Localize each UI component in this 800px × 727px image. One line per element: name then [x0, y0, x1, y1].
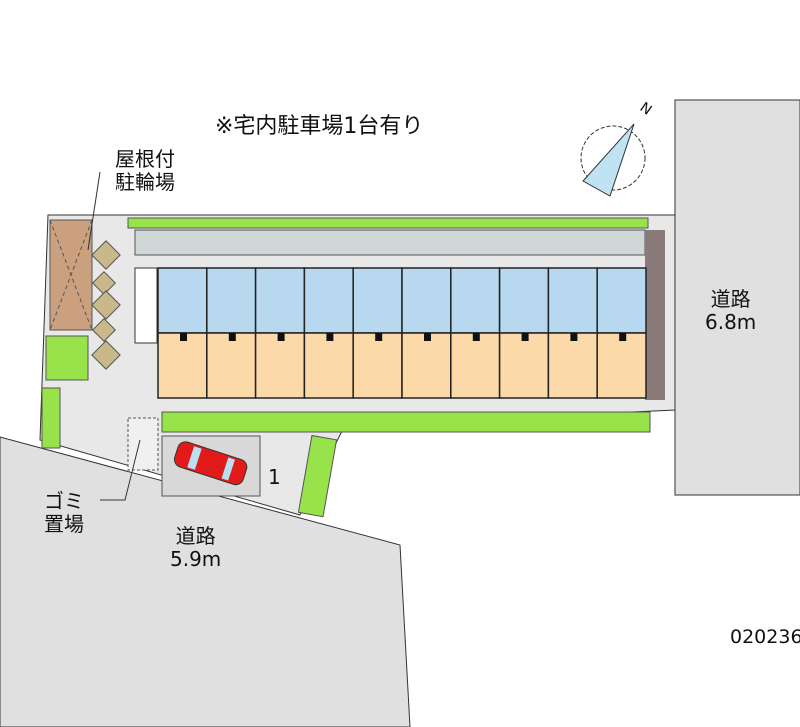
- hedge-east-of-parking: [297, 434, 338, 518]
- south-road-name: 道路: [175, 524, 216, 548]
- compass-icon: [580, 123, 646, 197]
- bike-parking-label: 屋根付 駐輪場: [115, 148, 175, 194]
- east-road-label: 道路 6.8m: [705, 288, 756, 334]
- apartment-unit: [352, 267, 403, 399]
- leader-line: [100, 439, 141, 501]
- apartment-unit: [596, 267, 647, 399]
- garbage-area: [127, 417, 159, 471]
- garbage-label: ゴミ 置場: [44, 490, 84, 536]
- south-road-width: 5.9m: [170, 547, 222, 571]
- apartment-unit: [157, 267, 208, 399]
- south-road-label: 道路 5.9m: [170, 525, 221, 571]
- hedge-north: [127, 217, 649, 229]
- corridor: [134, 229, 646, 256]
- apartment-unit: [450, 267, 501, 399]
- leader-line: [87, 171, 101, 251]
- parking-space-number: 1: [268, 465, 281, 489]
- east-road-width: 6.8m: [705, 310, 757, 334]
- green-patch: [45, 335, 89, 381]
- apartment-unit: [547, 267, 598, 399]
- apartment-unit: [254, 267, 306, 399]
- garbage-line2: 置場: [44, 512, 84, 536]
- staircase: [134, 267, 158, 344]
- garbage-line1: ゴミ: [44, 489, 84, 513]
- shrubs: [91, 240, 121, 370]
- car-icon: [173, 441, 248, 486]
- eave-shadow: [645, 230, 665, 400]
- east-road: [674, 99, 800, 496]
- east-road-name: 道路: [710, 287, 751, 311]
- apartment-unit: [303, 267, 354, 399]
- parking-note: ※宅内駐車場1台有り: [215, 114, 424, 139]
- apartment-unit: [498, 267, 550, 399]
- hedge-south: [161, 411, 651, 433]
- property-code: 020236: [730, 626, 800, 648]
- bike-parking-line2: 駐輪場: [115, 170, 175, 194]
- green-patch: [41, 387, 61, 449]
- south-road: [0, 436, 411, 727]
- bike-parking-line1: 屋根付: [115, 147, 175, 171]
- apartment-unit: [206, 267, 257, 399]
- apartment-unit: [401, 267, 452, 399]
